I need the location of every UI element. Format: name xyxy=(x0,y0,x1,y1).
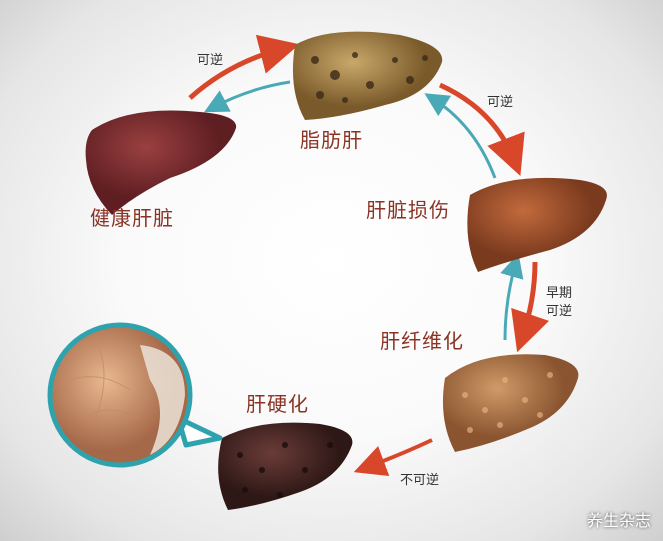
cirrhosis-liver xyxy=(218,422,353,510)
magnified-view xyxy=(47,322,223,468)
stage-label-healthy: 健康肝脏 xyxy=(90,206,174,230)
arrow-fibrosis-to-damage xyxy=(500,253,524,341)
fatty-liver xyxy=(292,31,443,121)
stage-label-fatty: 脂肪肝 xyxy=(300,128,363,152)
arrow-label-early-line1: 早期 xyxy=(546,286,573,301)
fibrosis-liver xyxy=(442,354,579,452)
arrow-damage-to-fatty xyxy=(424,93,497,179)
stage-label-fibrosis: 肝纤维化 xyxy=(380,329,464,353)
arrow-label-reversible-2: 可逆 xyxy=(487,95,514,110)
arrow-damage-to-fibrosis xyxy=(511,261,550,353)
arrow-fibrosis-to-cirrhosis xyxy=(353,438,433,477)
arrow-label-irreversible: 不可逆 xyxy=(400,473,440,488)
arrow-label-reversible-1: 可逆 xyxy=(197,53,224,68)
stage-label-cirrhosis: 肝硬化 xyxy=(246,392,309,416)
arrow-fatty-to-damage xyxy=(438,82,525,176)
arrow-healthy-to-fatty xyxy=(188,34,300,100)
damaged-liver xyxy=(467,177,607,272)
arrow-label-early-line2: 可逆 xyxy=(546,304,573,319)
watermark: 养生杂志 xyxy=(586,511,651,530)
arrow-fatty-to-healthy xyxy=(204,80,291,113)
healthy-liver xyxy=(85,110,237,215)
stage-label-damage: 肝脏损伤 xyxy=(366,198,450,222)
